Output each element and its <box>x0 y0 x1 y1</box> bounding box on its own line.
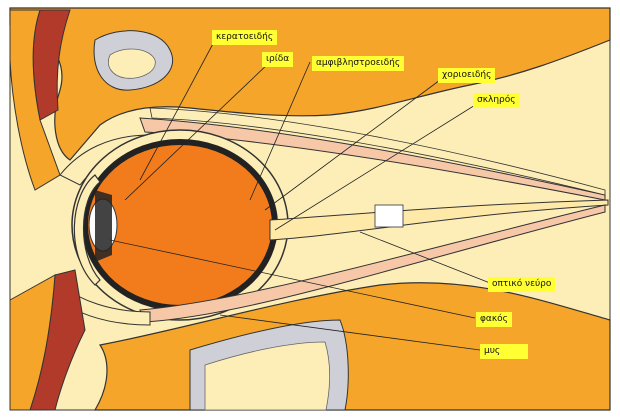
label-optic-nerve: οπτικό νεύρο <box>488 277 555 292</box>
label-iris: ιρίδα <box>262 52 293 67</box>
label-sclera: σκληρός <box>473 93 520 108</box>
label-choroid: αμφιβληστροειδής <box>312 56 404 71</box>
optic-canal <box>375 205 403 227</box>
label-muscle: μυς <box>480 344 528 359</box>
label-cornea: κερατοειδής <box>212 30 277 45</box>
label-retina-choroid: χοριοειδής <box>438 68 495 83</box>
iris-shape <box>95 190 112 262</box>
label-lens: φακός <box>476 312 512 327</box>
